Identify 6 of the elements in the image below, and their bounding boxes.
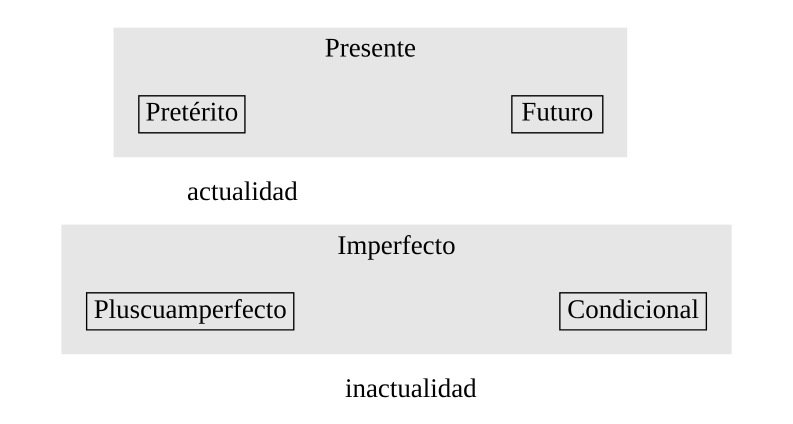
- node-label: actualidad: [187, 176, 298, 206]
- node-box: Condicional: [559, 292, 708, 331]
- node-box: Futuro: [511, 95, 604, 134]
- node-box: Pretérito: [138, 95, 246, 134]
- node-box: Pluscuamperfecto: [86, 292, 294, 331]
- node-label: inactualidad: [344, 372, 477, 403]
